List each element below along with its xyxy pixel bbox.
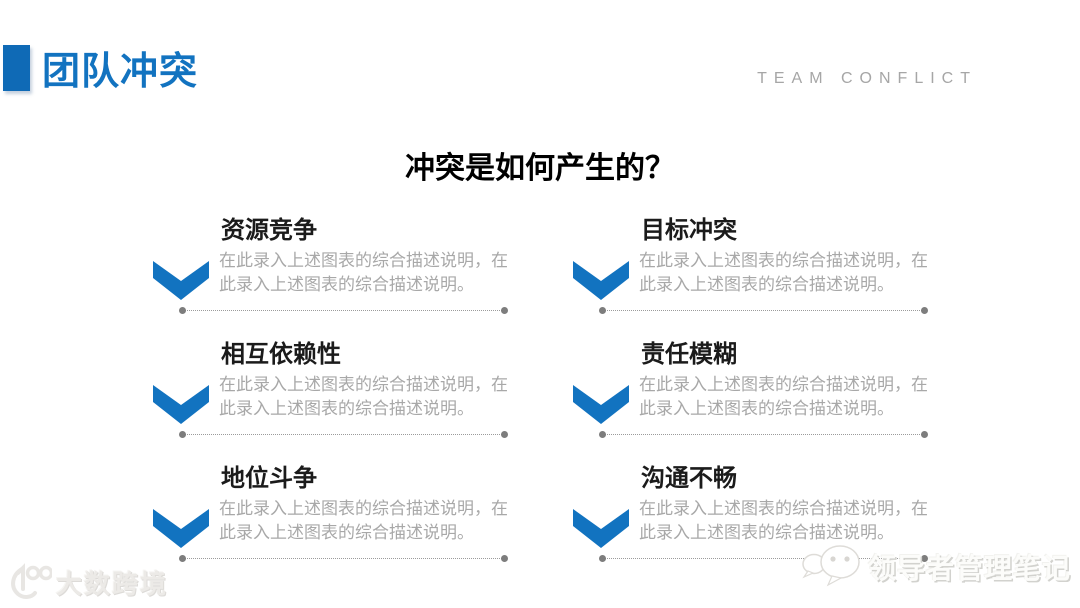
item-description-line2: 此录入上述图表的综合描述说明。 (639, 275, 894, 294)
question-heading: 冲突是如何产生的？ (405, 152, 675, 185)
wechat-icon (802, 545, 860, 587)
slide-subtitle: TEAM CONFLICT (757, 70, 977, 87)
dotted-divider (179, 431, 508, 438)
dotted-divider (179, 307, 508, 314)
item-title: 沟通不畅 (641, 465, 737, 492)
item-description-line1: 在此录入上述图表的综合描述说明，在 (639, 375, 928, 394)
list-item: 沟通不畅 在此录入上述图表的综合描述说明，在 此录入上述图表的综合描述说明。 (573, 462, 928, 586)
item-description-line1: 在此录入上述图表的综合描述说明，在 (219, 375, 508, 394)
dotted-divider (599, 555, 928, 562)
watermark-bottom-right: 领导者管理笔记 (800, 540, 1071, 594)
item-description-line2: 此录入上述图表的综合描述说明。 (219, 523, 474, 542)
item-description-line1: 在此录入上述图表的综合描述说明，在 (219, 499, 508, 518)
item-description-line2: 此录入上述图表的综合描述说明。 (639, 399, 894, 418)
chevron-down-icon (153, 509, 209, 548)
chevron-down-icon (573, 261, 629, 300)
list-item: 目标冲突 在此录入上述图表的综合描述说明，在 此录入上述图表的综合描述说明。 (573, 214, 928, 338)
100-swoosh-logo-icon (11, 563, 52, 599)
item-title: 责任模糊 (641, 341, 737, 368)
item-description: 在此录入上述图表的综合描述说明，在 此录入上述图表的综合描述说明。 (639, 497, 928, 545)
chevron-down-icon (573, 509, 629, 548)
conflict-causes-grid: 资源竞争 在此录入上述图表的综合描述说明，在 此录入上述图表的综合描述说明。 目… (153, 214, 928, 586)
dotted-divider (599, 431, 928, 438)
item-title: 目标冲突 (641, 217, 737, 244)
watermark-left-label: 大数跨境 (56, 568, 169, 599)
item-description: 在此录入上述图表的综合描述说明，在 此录入上述图表的综合描述说明。 (639, 249, 928, 297)
list-item: 相互依赖性 在此录入上述图表的综合描述说明，在 此录入上述图表的综合描述说明。 (153, 338, 508, 462)
item-description: 在此录入上述图表的综合描述说明，在 此录入上述图表的综合描述说明。 (219, 497, 508, 545)
list-item: 地位斗争 在此录入上述图表的综合描述说明，在 此录入上述图表的综合描述说明。 (153, 462, 508, 586)
item-description-line2: 此录入上述图表的综合描述说明。 (219, 275, 474, 294)
item-description-line1: 在此录入上述图表的综合描述说明，在 (639, 499, 928, 518)
item-description-line1: 在此录入上述图表的综合描述说明，在 (219, 251, 508, 270)
item-description: 在此录入上述图表的综合描述说明，在 此录入上述图表的综合描述说明。 (219, 373, 508, 421)
item-title: 资源竞争 (221, 217, 317, 244)
watermark-right-label: 领导者管理笔记 (868, 553, 1072, 584)
dotted-divider (599, 307, 928, 314)
item-description: 在此录入上述图表的综合描述说明，在 此录入上述图表的综合描述说明。 (639, 373, 928, 421)
watermark-bottom-left: 大数跨境 (8, 563, 168, 601)
item-title: 地位斗争 (221, 465, 317, 492)
item-description: 在此录入上述图表的综合描述说明，在 此录入上述图表的综合描述说明。 (219, 249, 508, 297)
item-title: 相互依赖性 (221, 341, 341, 368)
list-item: 资源竞争 在此录入上述图表的综合描述说明，在 此录入上述图表的综合描述说明。 (153, 214, 508, 338)
list-item: 责任模糊 在此录入上述图表的综合描述说明，在 此录入上述图表的综合描述说明。 (573, 338, 928, 462)
item-description-line1: 在此录入上述图表的综合描述说明，在 (639, 251, 928, 270)
chevron-down-icon (153, 261, 209, 300)
accent-square (3, 45, 30, 91)
chevron-down-icon (573, 385, 629, 424)
slide-title: 团队冲突 (42, 51, 199, 93)
chevron-down-icon (153, 385, 209, 424)
item-description-line2: 此录入上述图表的综合描述说明。 (639, 523, 894, 542)
dotted-divider (179, 555, 508, 562)
item-description-line2: 此录入上述图表的综合描述说明。 (219, 399, 474, 418)
